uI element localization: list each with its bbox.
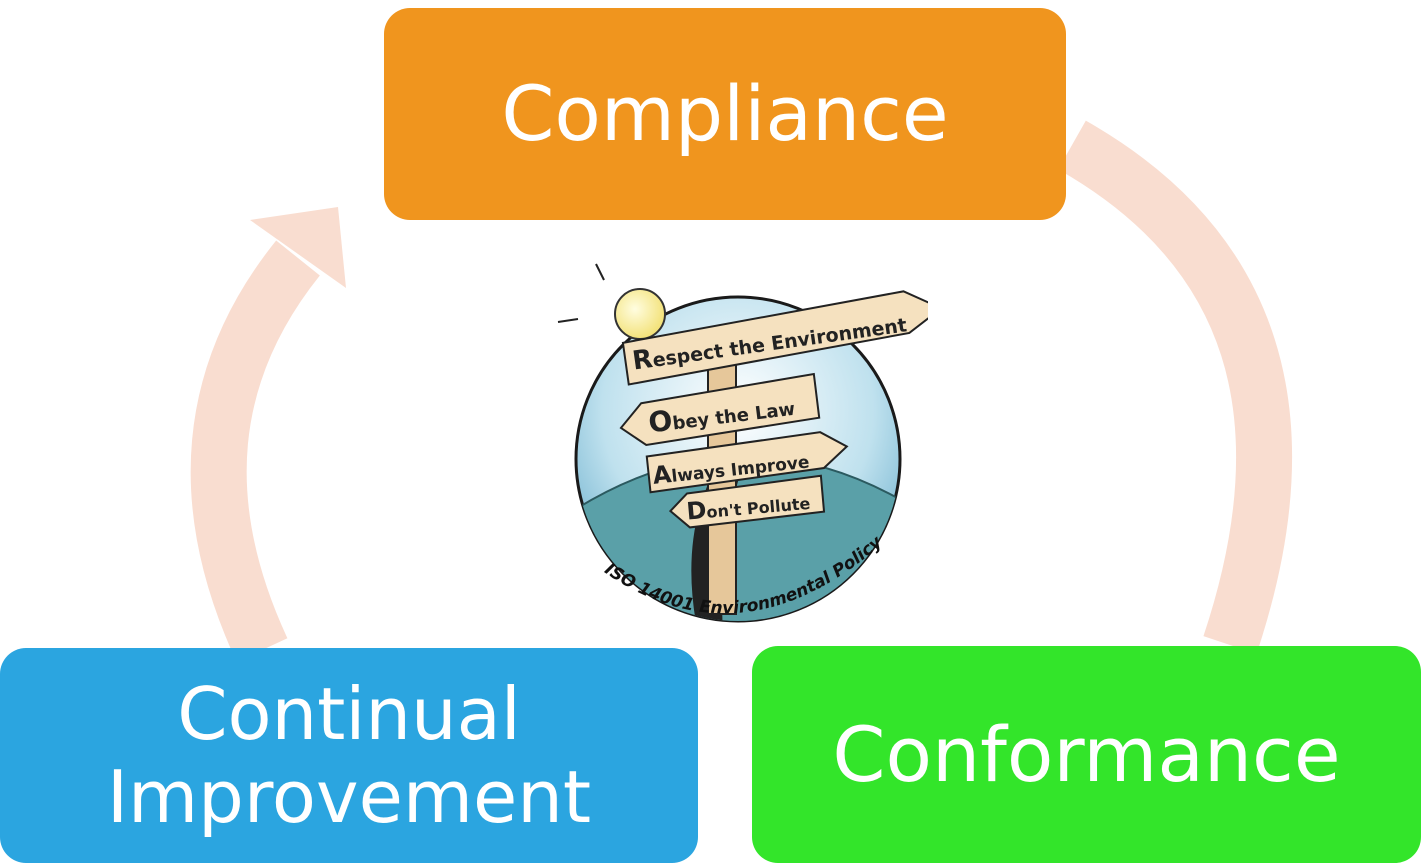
arrowhead-to-compliance	[250, 207, 346, 288]
arc-compliance-to-conformance	[1058, 120, 1293, 654]
sign-dont-pollute: Don't Pollute	[668, 474, 826, 529]
node-conformance-label: Conformance	[832, 709, 1341, 799]
node-compliance-label: Compliance	[501, 69, 949, 159]
node-improvement-label-line1: Continual	[177, 671, 521, 756]
node-conformance: Conformance	[752, 646, 1421, 863]
node-improvement-label-line2: Improvement	[106, 754, 592, 839]
sign-3-initial: A	[651, 460, 673, 490]
sun-icon	[614, 288, 666, 340]
sign-2-initial: O	[647, 404, 675, 440]
sign-4-initial: D	[685, 496, 707, 526]
sign-1-initial: R	[631, 344, 655, 376]
iso-14001-policy-logo: Respect the Environment Obey the Law Alw…	[557, 263, 928, 623]
arc-improvement-to-compliance	[190, 240, 320, 662]
node-compliance: Compliance	[384, 8, 1066, 220]
node-continual-improvement: Continual Improvement	[0, 648, 698, 863]
